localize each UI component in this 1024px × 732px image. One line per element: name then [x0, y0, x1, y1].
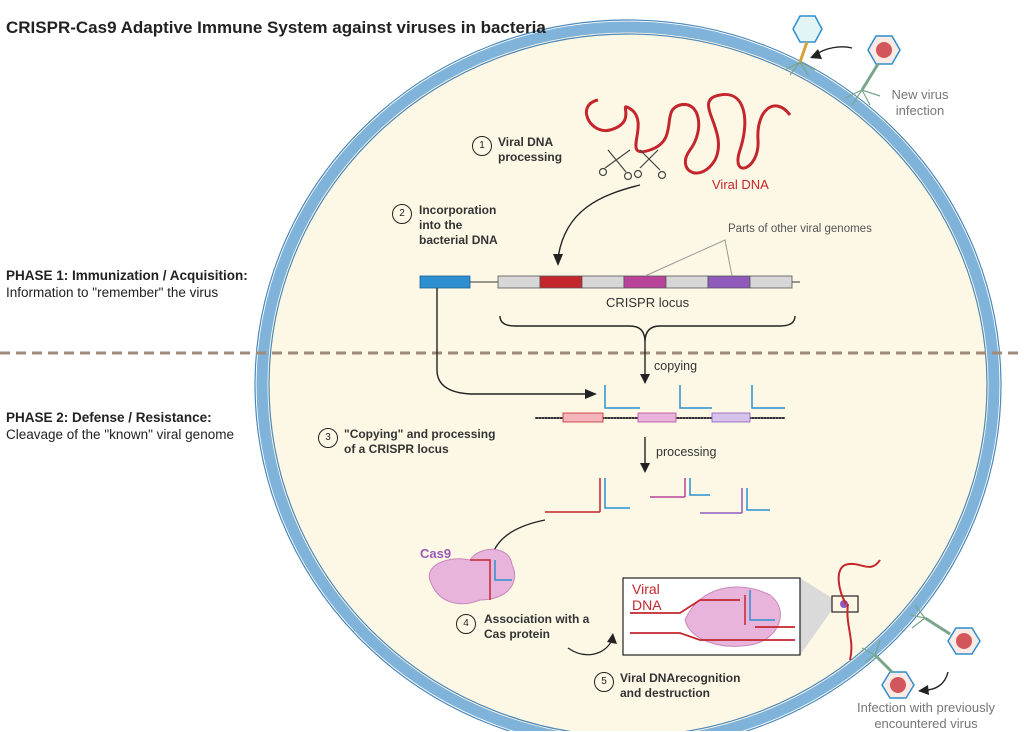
crispr-locus	[497, 275, 793, 289]
cas9-label: Cas9	[420, 546, 452, 561]
page-title: CRISPR-Cas9 Adaptive Immune System again…	[6, 18, 546, 37]
phase2-desc: Cleavage of the "known" viral genome	[6, 427, 234, 442]
phage-virus-bottom-right	[909, 604, 981, 655]
step-number: 4	[456, 614, 476, 634]
step-number: 5	[594, 672, 614, 692]
phage-virus-top-right	[844, 35, 901, 106]
crispr-locus-label: CRISPR locus	[606, 295, 690, 310]
phage-virus-bottom-left	[861, 639, 915, 699]
bacterial-cell	[254, 19, 1002, 731]
viral-dna-strand	[584, 93, 792, 175]
crispr-transcript	[535, 385, 785, 423]
other-genomes-label: Parts of other viral genomes	[728, 223, 872, 235]
step-number: 3	[318, 428, 338, 448]
processed-crrnas	[545, 478, 770, 514]
step-number: 1	[472, 136, 492, 156]
phase1-desc: Information to "remember" the virus	[6, 285, 219, 300]
step-number: 2	[392, 204, 412, 224]
phase1-title: PHASE 1: Immunization / Acquisition:	[6, 268, 248, 283]
processing-label: processing	[656, 445, 717, 459]
cas-expression-arrow	[436, 288, 588, 395]
phase2-title: PHASE 2: Defense / Resistance:	[6, 410, 212, 425]
scissors-icon	[598, 149, 667, 181]
incorporation-arrow	[557, 184, 641, 259]
viral-dna-label: Viral DNA	[712, 177, 769, 192]
cas-gene-block	[419, 275, 471, 289]
copying-label: copying	[654, 359, 698, 373]
cas9-protein	[428, 548, 516, 605]
recognition-inset	[622, 577, 859, 656]
phage-virus-top-left	[784, 15, 823, 76]
